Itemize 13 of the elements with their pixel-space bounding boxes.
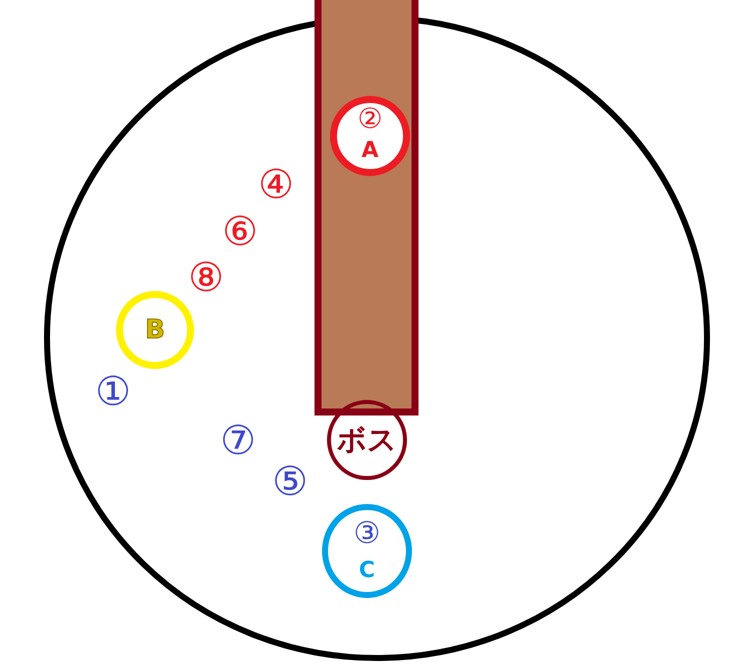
marker-letter: C <box>358 560 376 582</box>
marker-letter: B <box>145 317 165 343</box>
position-number: ⑥ <box>222 212 258 252</box>
boss-circle <box>327 400 407 480</box>
position-number: ④ <box>258 165 294 205</box>
position-number: ⑦ <box>220 421 256 461</box>
boss-label: ボス <box>337 426 397 454</box>
position-number: ① <box>95 372 131 412</box>
position-number: ⑧ <box>188 258 224 298</box>
position-number: ⑤ <box>272 462 308 502</box>
position-number: ② <box>357 105 383 133</box>
position-number: ③ <box>354 519 380 549</box>
marker-letter: A <box>361 140 379 162</box>
